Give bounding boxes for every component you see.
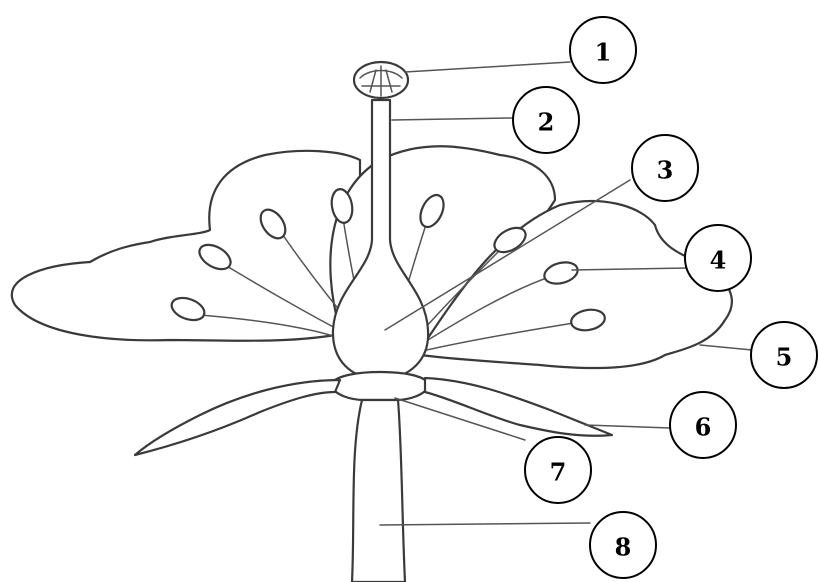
label-5: 5 xyxy=(751,322,817,388)
label-7-text: 7 xyxy=(550,458,567,487)
sepal-right xyxy=(425,378,612,436)
label-4-text: 4 xyxy=(710,246,727,275)
label-6-text: 6 xyxy=(695,413,712,442)
label-7: 7 xyxy=(525,437,591,503)
label-8: 8 xyxy=(590,512,656,578)
label-2: 2 xyxy=(513,87,579,153)
label-6: 6 xyxy=(670,392,736,458)
label-8-text: 8 xyxy=(615,533,632,562)
label-5-text: 5 xyxy=(776,343,793,372)
label-3: 3 xyxy=(632,135,698,201)
pedicel xyxy=(352,400,405,582)
label-2-text: 2 xyxy=(538,108,555,137)
receptacle xyxy=(330,372,430,400)
label-1: 1 xyxy=(570,17,636,83)
label-1-text: 1 xyxy=(595,38,612,67)
sepal-left xyxy=(135,380,340,455)
label-4: 4 xyxy=(685,225,751,291)
label-3-text: 3 xyxy=(657,156,674,185)
stigma xyxy=(354,62,408,98)
